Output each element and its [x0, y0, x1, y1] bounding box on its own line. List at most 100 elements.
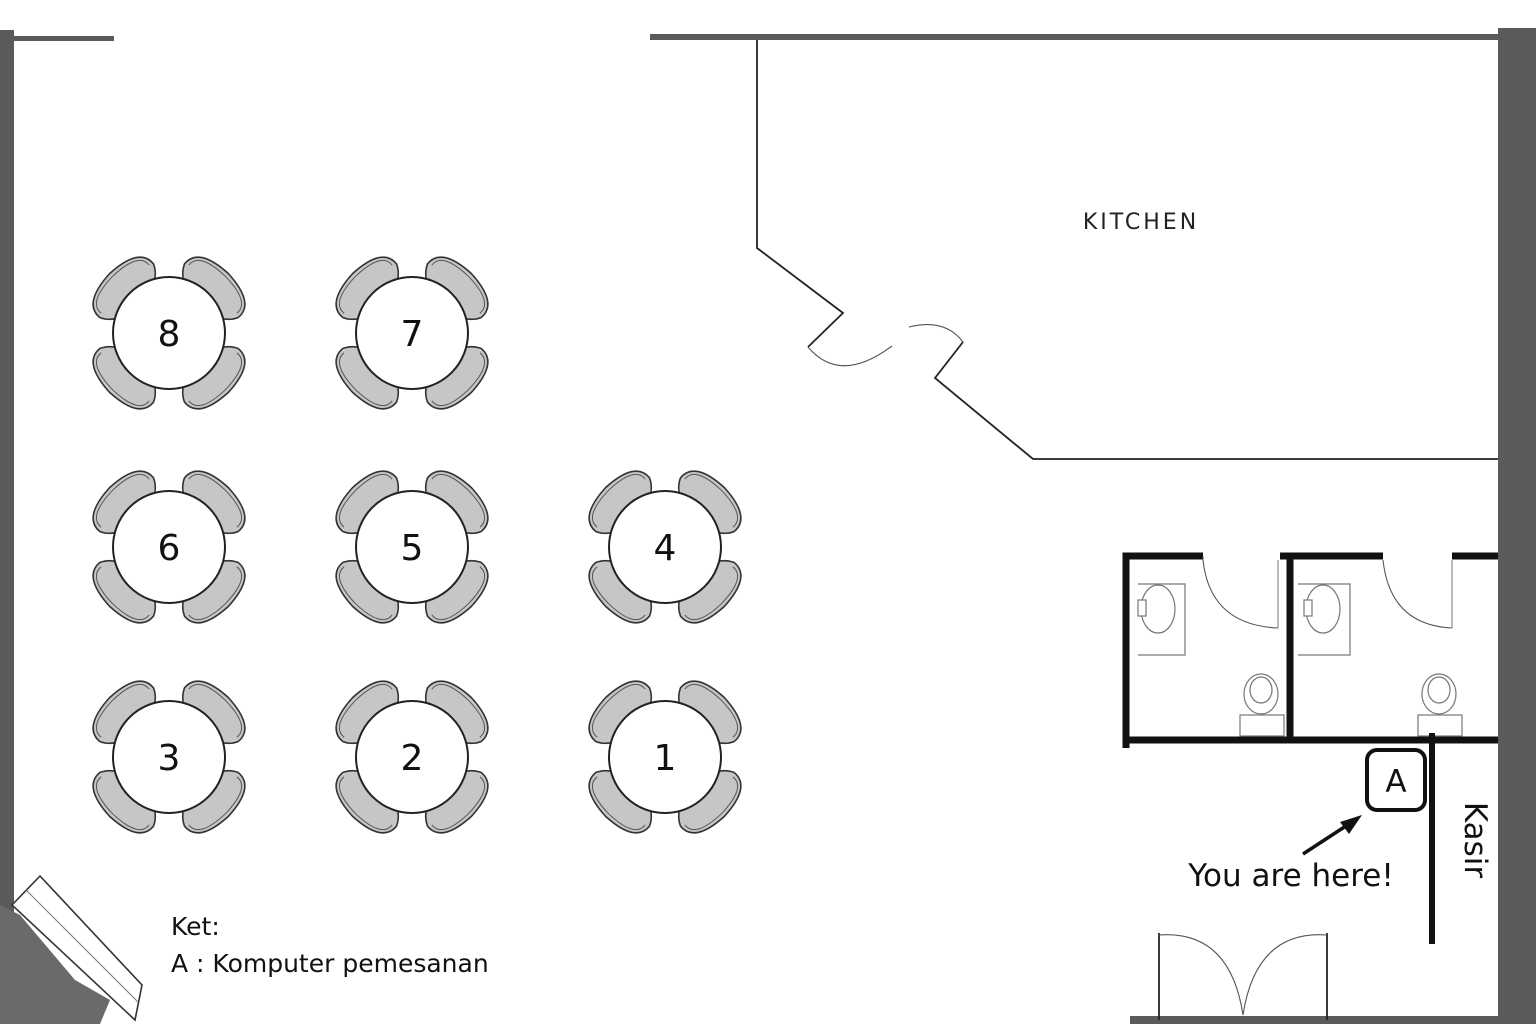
table-top [112, 490, 226, 604]
chair-back-icon [431, 473, 486, 528]
kitchen-wall-left [756, 40, 845, 348]
chair-back-icon [591, 473, 646, 528]
table-number: 7 [401, 314, 424, 355]
chair-back-icon [338, 566, 393, 621]
dining-table[interactable]: 2 [326, 671, 499, 844]
restroom-2 [1298, 559, 1463, 737]
marker-a-box[interactable] [1365, 748, 1427, 812]
arrowhead-icon [1340, 815, 1362, 834]
chair-back-icon [591, 566, 646, 621]
chair-back-icon [95, 259, 150, 314]
chair-back-icon [431, 259, 486, 314]
table-number: 8 [158, 314, 181, 355]
table-number: 3 [158, 738, 181, 779]
chair-back-icon [338, 473, 393, 528]
table-top [112, 276, 226, 390]
dining-table[interactable]: 7 [326, 247, 499, 420]
kitchen-door-arc-left [807, 345, 893, 367]
chair-back-icon [95, 473, 150, 528]
faucet-icon [1303, 599, 1313, 617]
cashier-label: Kasir [1457, 802, 1493, 879]
table-top [355, 490, 469, 604]
restroom-1 [1137, 556, 1285, 737]
chair-back-icon [684, 776, 739, 831]
toilet-seat-icon [1427, 676, 1451, 704]
legend: Ket: A : Komputer pemesanan [171, 912, 489, 978]
top-wall-right [650, 34, 1500, 40]
chair-back-icon [188, 259, 243, 314]
chair-back-icon [684, 566, 739, 621]
chair-back-icon [591, 683, 646, 738]
dining-table[interactable]: 1 [579, 671, 752, 844]
kitchen-door-arc-right [908, 324, 964, 343]
kitchen-wall-bottom [933, 341, 1498, 460]
toilet-tank-icon [1417, 714, 1463, 737]
toilet-tank-icon [1239, 714, 1285, 737]
restroom-wall-left [1122, 552, 1203, 748]
chair-back-icon [338, 259, 393, 314]
dining-table[interactable]: 6 [83, 461, 256, 634]
chair-back-icon [95, 776, 150, 831]
faucet-icon [1137, 599, 1147, 617]
chair-back-icon [188, 566, 243, 621]
restrooms [1122, 552, 1498, 748]
table-top [608, 700, 722, 814]
side-door-frame [10, 874, 143, 1022]
toilet-seat-icon [1249, 676, 1273, 704]
table-number: 6 [158, 528, 181, 569]
you-are-here: You are here! [1187, 815, 1394, 894]
chair-back-icon [591, 776, 646, 831]
chair-back-icon [431, 566, 486, 621]
ordering-computer[interactable]: A [1365, 748, 1427, 812]
table-top [355, 276, 469, 390]
chair-back-icon [188, 352, 243, 407]
side-entrance [10, 874, 143, 1022]
side-door-line [25, 889, 139, 1003]
main-entrance [1158, 933, 1328, 1020]
chair-back-icon [188, 473, 243, 528]
door-swing-icon [1202, 559, 1279, 629]
kitchen-room: KITCHEN [756, 40, 1498, 460]
chair-back-icon [95, 683, 150, 738]
you-are-here-label: You are here! [1187, 858, 1394, 894]
kitchen-label: KITCHEN [1083, 210, 1199, 235]
legend-entry-a: A : Komputer pemesanan [171, 949, 489, 978]
chair-back-icon [188, 683, 243, 738]
chair-back-icon [338, 776, 393, 831]
dining-tables: 8 7 6 5 4 3 2 1 [83, 247, 752, 844]
chair-back-icon [95, 352, 150, 407]
chair-back-icon [431, 776, 486, 831]
chair-back-icon [684, 473, 739, 528]
dining-table[interactable]: 5 [326, 461, 499, 634]
chair-back-icon [431, 683, 486, 738]
bottom-wall [1130, 1016, 1536, 1024]
table-number: 5 [401, 528, 424, 569]
cashier-area: Kasir [1429, 733, 1493, 944]
chair-back-icon [338, 683, 393, 738]
legend-title: Ket: [171, 912, 220, 941]
dining-table[interactable]: 3 [83, 671, 256, 844]
table-number: 1 [654, 738, 677, 779]
chair-back-icon [188, 776, 243, 831]
chair-back-icon [431, 352, 486, 407]
door-swing-icon [1382, 559, 1453, 629]
table-top [112, 700, 226, 814]
door-swing-left-icon [1158, 934, 1244, 1016]
right-wall [1498, 28, 1536, 1024]
dining-table[interactable]: 4 [579, 461, 752, 634]
chair-back-icon [338, 352, 393, 407]
left-wall [0, 30, 14, 1024]
outer-walls [0, 28, 1536, 1024]
chair-back-icon [95, 566, 150, 621]
dining-table[interactable]: 8 [83, 247, 256, 420]
marker-a-label: A [1385, 764, 1406, 800]
corner-wall [0, 905, 110, 1024]
top-wall-left [14, 36, 114, 41]
table-top [608, 490, 722, 604]
table-number: 2 [401, 738, 424, 779]
table-number: 4 [654, 528, 677, 569]
table-top [355, 700, 469, 814]
chair-back-icon [684, 683, 739, 738]
